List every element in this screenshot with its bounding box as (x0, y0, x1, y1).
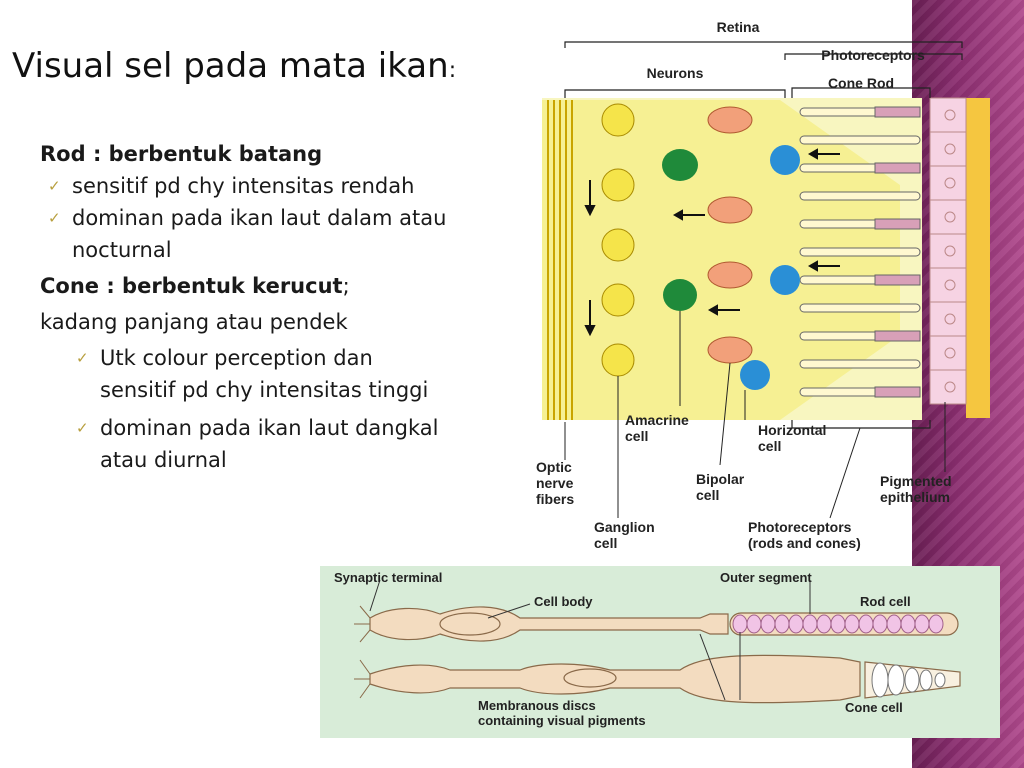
cell-leader-lines (369, 579, 811, 701)
cone-point-text: dominan pada ikan laut dangkal (100, 416, 439, 440)
rod-point-text-cont: nocturnal (72, 238, 172, 262)
check-icon: ✓ (48, 177, 61, 195)
check-icon: ✓ (48, 209, 61, 227)
label-membranous: Membranous discs (478, 698, 596, 713)
cell-panel (320, 566, 1000, 738)
label-cone-cell: Cone cell (845, 700, 903, 715)
cone-points: ✓ Utk colour perception dan sensitif pd ch… (40, 342, 540, 476)
label-photoreceptors-bottom-2: (rods and cones) (748, 535, 861, 551)
retina-diagram: Retina Photoreceptors Neurons Cone Rod A… (536, 19, 990, 551)
cone-point: ✓ dominan pada ikan laut dangkal atau diur… (40, 412, 540, 476)
label-pigmented: Pigmented (880, 473, 952, 489)
label-membranous-2: containing visual pigments (478, 713, 646, 728)
label-amacrine: Amacrine (625, 412, 689, 428)
cone-point-text: Utk colour perception dan (100, 346, 373, 370)
light-wedge (542, 100, 900, 420)
brackets (564, 41, 963, 429)
label-photoreceptors-top: Photoreceptors (821, 47, 925, 63)
label-neurons: Neurons (647, 65, 704, 81)
label-bipolar-2: cell (696, 487, 719, 503)
label-horizontal-2: cell (758, 438, 781, 454)
leader-lines (564, 311, 946, 519)
label-amacrine-2: cell (625, 428, 648, 444)
check-icon: ✓ (76, 349, 89, 367)
label-horizontal: Horizontal (758, 422, 826, 438)
label-pigmented-2: epithelium (880, 489, 950, 505)
check-icon: ✓ (76, 419, 89, 437)
label-ganglion-2: cell (594, 535, 617, 551)
slide-title-colon: : (448, 58, 457, 83)
rod-discs (732, 614, 944, 634)
rod-heading: Rod : berbentuk batang (40, 142, 323, 166)
label-retina: Retina (717, 19, 760, 35)
amacrine-cells (662, 149, 698, 311)
slide-title-text: Visual sel pada mata ikan (12, 46, 449, 86)
label-outer-segment: Outer segment (720, 570, 812, 585)
ganglion-cells (601, 103, 635, 377)
choroid-strip (966, 98, 990, 418)
label-cell-body: Cell body (534, 594, 593, 609)
cone-subline: kadang panjang atau pendek (40, 310, 348, 334)
label-rod-cell: Rod cell (860, 594, 911, 609)
bipolar-cells (707, 106, 753, 364)
rod-points: ✓ sensitif pd chy intensitas rendah ✓ domi… (40, 170, 540, 266)
slide-body: Rod : berbentuk batang ✓ sensitif pd chy … (40, 138, 540, 476)
rod-point: ✓ sensitif pd chy intensitas rendah (40, 170, 540, 202)
cone-cell (369, 654, 961, 704)
label-cone-rod: Cone Rod (828, 75, 894, 91)
rod-point: ✓ dominan pada ikan laut dalam atau noctur… (40, 202, 540, 266)
cone-heading-line: Cone : berbentuk kerucut; (40, 270, 540, 302)
rod-terminal (354, 605, 371, 643)
rod-point-text: sensitif pd chy intensitas rendah (72, 174, 415, 198)
cone-terminal (354, 659, 371, 699)
label-optic: Optic (536, 459, 572, 475)
label-ganglion: Ganglion (594, 519, 655, 535)
horizontal-cells (740, 145, 800, 390)
optic-nerve-fibers (547, 100, 573, 420)
signal-arrows (584, 148, 840, 337)
rod-cone-diagram: Synaptic terminal Outer segment Cell bod… (320, 566, 1000, 738)
label-optic-2: nerve (536, 475, 574, 491)
rod-point-text: dominan pada ikan laut dalam atau (72, 206, 447, 230)
epithelium-cells (929, 97, 967, 405)
slide-title: Visual sel pada mata ikan: (12, 46, 456, 86)
cone-point-text-cont: sensitif pd chy intensitas tinggi (100, 378, 429, 402)
cone-point-text-cont: atau diurnal (100, 448, 227, 472)
photoreceptor-rows (799, 106, 921, 398)
label-bipolar: Bipolar (696, 471, 745, 487)
label-synaptic-terminal: Synaptic terminal (334, 570, 442, 585)
cone-heading: Cone : berbentuk kerucut (40, 274, 343, 298)
cone-heading-suffix: ; (342, 274, 350, 298)
cone-discs (871, 662, 946, 698)
cone-point: ✓ Utk colour perception dan sensitif pd ch… (40, 342, 540, 406)
label-optic-3: fibers (536, 491, 574, 507)
label-photoreceptors-bottom: Photoreceptors (748, 519, 852, 535)
